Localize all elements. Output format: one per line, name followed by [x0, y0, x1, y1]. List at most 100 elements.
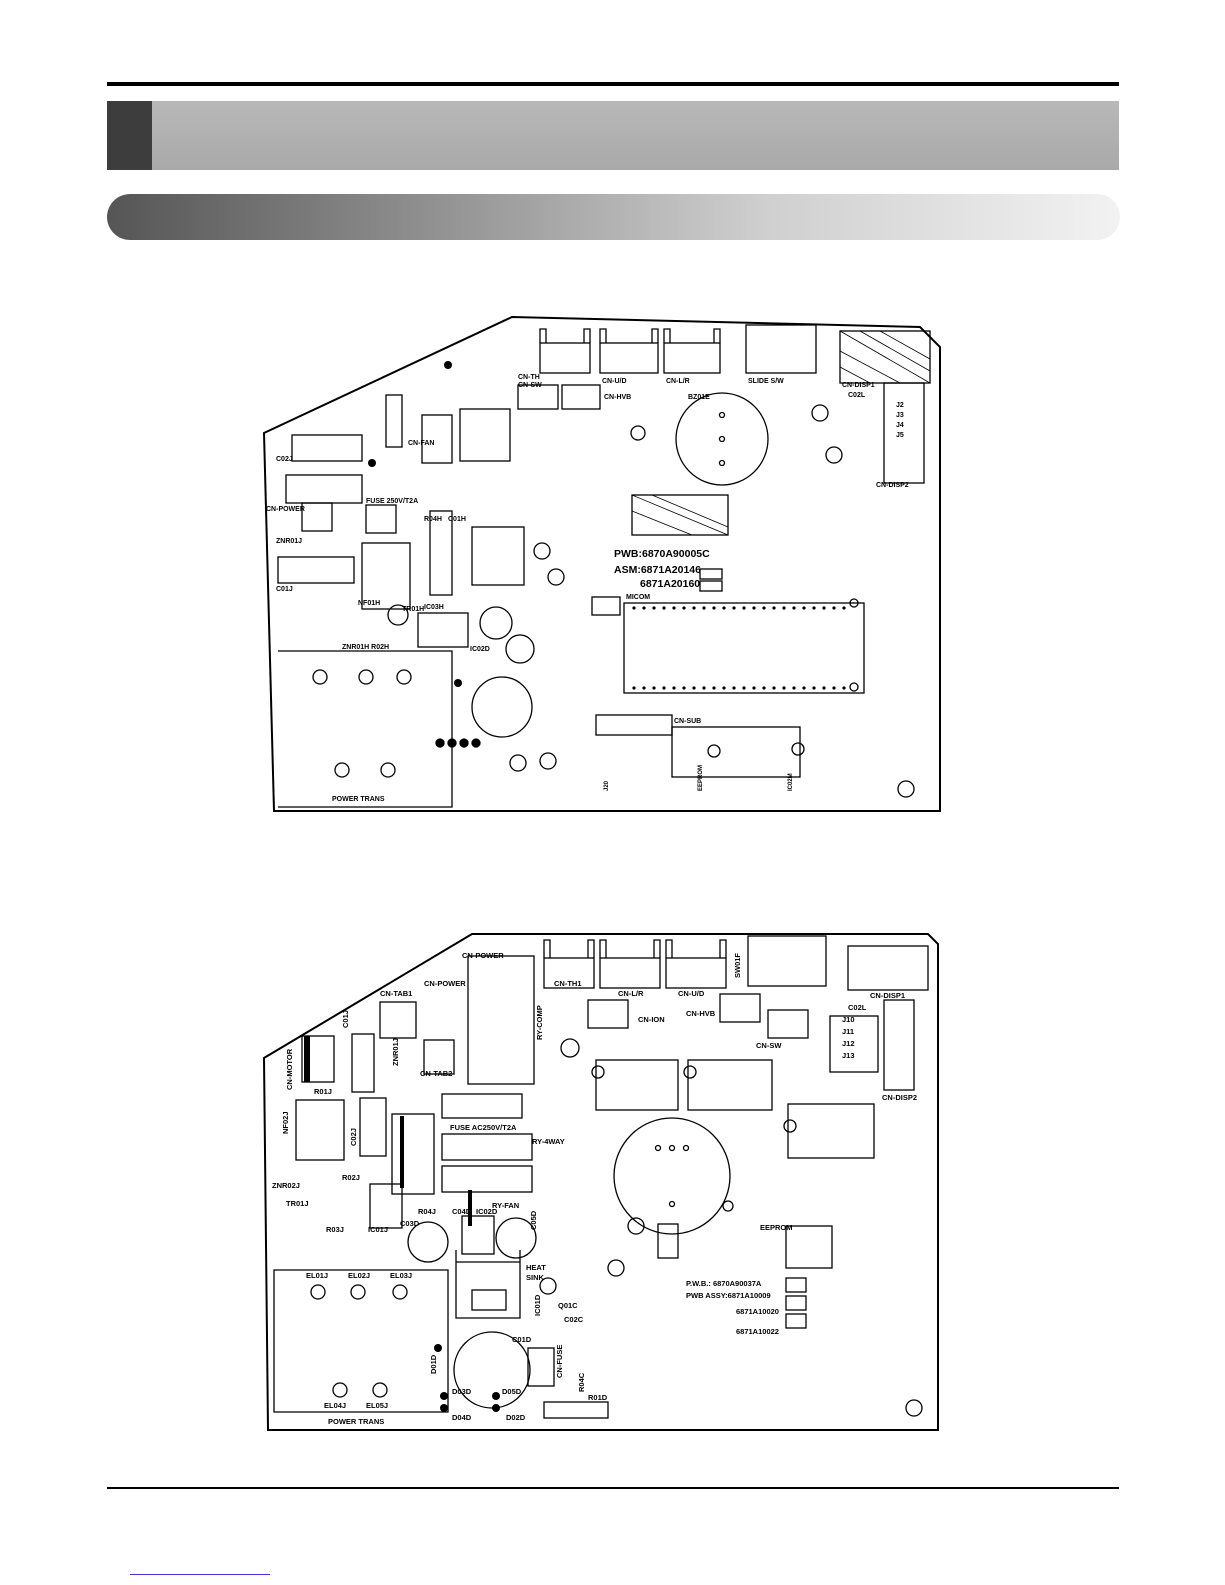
pcb-diagram-bottom: CN-POWER CN-POWER CN-TH1 CN-L/R CN-U/D S… — [252, 930, 942, 1436]
b1-power-trans: POWER TRANS — [332, 796, 385, 803]
b2-el01j: EL01J — [306, 1271, 328, 1280]
b2-d01d: D01D — [429, 1354, 438, 1374]
b2-r02j: R02J — [342, 1173, 360, 1182]
top-rule — [107, 82, 1119, 86]
b1-c01h: C01H — [448, 516, 466, 523]
b2-d04d: D04D — [452, 1413, 472, 1422]
b1-ic02m: IC02M — [788, 773, 794, 791]
b1-ic03h: IC03H — [424, 604, 444, 611]
b2-el02j: EL02J — [348, 1271, 370, 1280]
b2-el03j: EL03J — [390, 1271, 412, 1280]
b2-c01d: C01D — [512, 1335, 532, 1344]
b2-cn-disp1: CN-DISP1 — [870, 991, 905, 1000]
b2-r04c: R04C — [577, 1372, 586, 1392]
b2-nf02j: NF02J — [281, 1111, 290, 1134]
b1-pwb: PWB:6870A90005C — [614, 548, 710, 560]
b2-j10: J10 — [842, 1015, 855, 1024]
b2-eeprom: EEPROM — [760, 1223, 793, 1232]
b1-znr01h: ZNR01H R02H — [342, 644, 389, 651]
b1-j3: J3 — [896, 412, 904, 419]
b1-cn-sub: CN-SUB — [674, 718, 701, 725]
b1-cn-sw: CN-SW — [518, 382, 542, 389]
chapter-title-bar — [107, 101, 1119, 170]
b2-assy3: 6871A10022 — [736, 1327, 779, 1336]
b2-c01j: C01J — [341, 1010, 350, 1028]
b2-znr01j: ZNR01J — [391, 1038, 400, 1066]
b2-cn-disp2: CN-DISP2 — [882, 1093, 917, 1102]
b2-j13: J13 — [842, 1051, 855, 1060]
b2-ic02d: IC02D — [476, 1207, 498, 1216]
b1-j5: J5 — [896, 432, 904, 439]
b2-c02j: C02J — [349, 1128, 358, 1146]
b2-el04j: EL04J — [324, 1401, 346, 1410]
b2-ic01d: IC01D — [533, 1294, 542, 1316]
b2-el05j: EL05J — [366, 1401, 388, 1410]
b2-assy2: 6871A10020 — [736, 1307, 779, 1316]
pcb-diagram-top: CN-TH CN-SW CN-U/D CN-HVB CN-L/R BZ01E S… — [262, 315, 942, 815]
b1-ic02d: IC02D — [470, 646, 490, 653]
b2-cn-motor: CN-MOTOR — [285, 1048, 294, 1090]
b1-asm2: 6871A20160 — [640, 578, 700, 590]
board1-outline — [262, 315, 941, 812]
b2-cn-power2: CN-POWER — [424, 979, 466, 988]
b2-j12: J12 — [842, 1039, 855, 1048]
b1-tr01h: TR01H — [402, 606, 424, 613]
b2-d05d: D05D — [502, 1387, 522, 1396]
b2-r04j: R04J — [418, 1207, 436, 1216]
b2-cn-power: CN-POWER — [462, 951, 504, 960]
b1-cn-disp2: CN-DISP2 — [876, 482, 909, 489]
b1-cn-th: CN-TH — [518, 374, 540, 381]
b2-cn-ion: CN-ION — [638, 1015, 665, 1024]
b1-cn-fan: CN-FAN — [408, 440, 434, 447]
b2-cn-lr: CN-L/R — [618, 989, 644, 998]
b2-r03j: R03J — [326, 1225, 344, 1234]
b1-nf01h: NF01H — [358, 600, 380, 607]
b2-c03d: C03D — [400, 1219, 420, 1228]
b2-ic01j: IC01J — [368, 1225, 388, 1234]
b1-micom: MICOM — [626, 594, 650, 601]
b2-cn-tab1: CN-TAB1 — [380, 989, 412, 998]
b1-j4: J4 — [896, 422, 904, 429]
b1-fuse: FUSE 250V/T2A — [366, 498, 418, 505]
b2-cn-th1: CN-TH1 — [554, 979, 582, 988]
b1-c02l: C02L — [848, 392, 866, 399]
board2-outline — [262, 933, 939, 1431]
b2-c04d: C04D — [452, 1207, 472, 1216]
b1-asm1: ASM:6871A20146 — [614, 564, 701, 576]
b2-cn-fuse: CN-FUSE — [555, 1345, 564, 1378]
b2-znr02j: ZNR02J — [272, 1181, 300, 1190]
section-heading-bar — [107, 194, 1120, 240]
b2-sw01f: SW01F — [733, 953, 742, 978]
b1-r04h: R04H — [424, 516, 442, 523]
b1-znr01j: ZNR01J — [276, 538, 302, 545]
b2-q01c: Q01C — [558, 1301, 578, 1310]
b1-cn-ud: CN-U/D — [602, 378, 627, 385]
b2-r01d: R01D — [588, 1393, 608, 1402]
b2-d03d: D03D — [452, 1387, 472, 1396]
b2-sink: SINK — [526, 1273, 545, 1282]
b1-c01j: C01J — [276, 586, 293, 593]
b2-c02l: C02L — [848, 1003, 867, 1012]
b2-power-trans: POWER TRANS — [328, 1417, 384, 1426]
bottom-rule — [107, 1487, 1119, 1489]
b2-fuse: FUSE AC250V/T2A — [450, 1123, 517, 1132]
chapter-title-block — [107, 101, 152, 170]
b1-j2: J2 — [896, 402, 904, 409]
b2-ry-4way: RY-4WAY — [532, 1137, 565, 1146]
b2-c05d: C05D — [529, 1210, 538, 1230]
b2-ry-comp: RY-COMP — [535, 1005, 544, 1040]
b2-c02c: C02C — [564, 1315, 584, 1324]
b2-pwb: P.W.B.: 6870A90037A — [686, 1279, 762, 1288]
b1-cn-disp1: CN-DISP1 — [842, 382, 875, 389]
b1-slide: SLIDE S/W — [748, 378, 784, 385]
b1-bz: BZ01E — [688, 394, 710, 401]
b2-d02d: D02D — [506, 1413, 526, 1422]
b2-ry-fan: RY-FAN — [492, 1201, 519, 1210]
b1-cn-lr: CN-L/R — [666, 378, 690, 385]
b1-cn-hvb: CN-HVB — [604, 394, 631, 401]
footer-link-underline — [130, 1574, 270, 1575]
b2-pwb-assy: PWB ASSY:6871A10009 — [686, 1291, 771, 1300]
b2-tr01j: TR01J — [286, 1199, 309, 1208]
b2-r01j: R01J — [314, 1087, 332, 1096]
b2-cn-ud: CN-U/D — [678, 989, 705, 998]
